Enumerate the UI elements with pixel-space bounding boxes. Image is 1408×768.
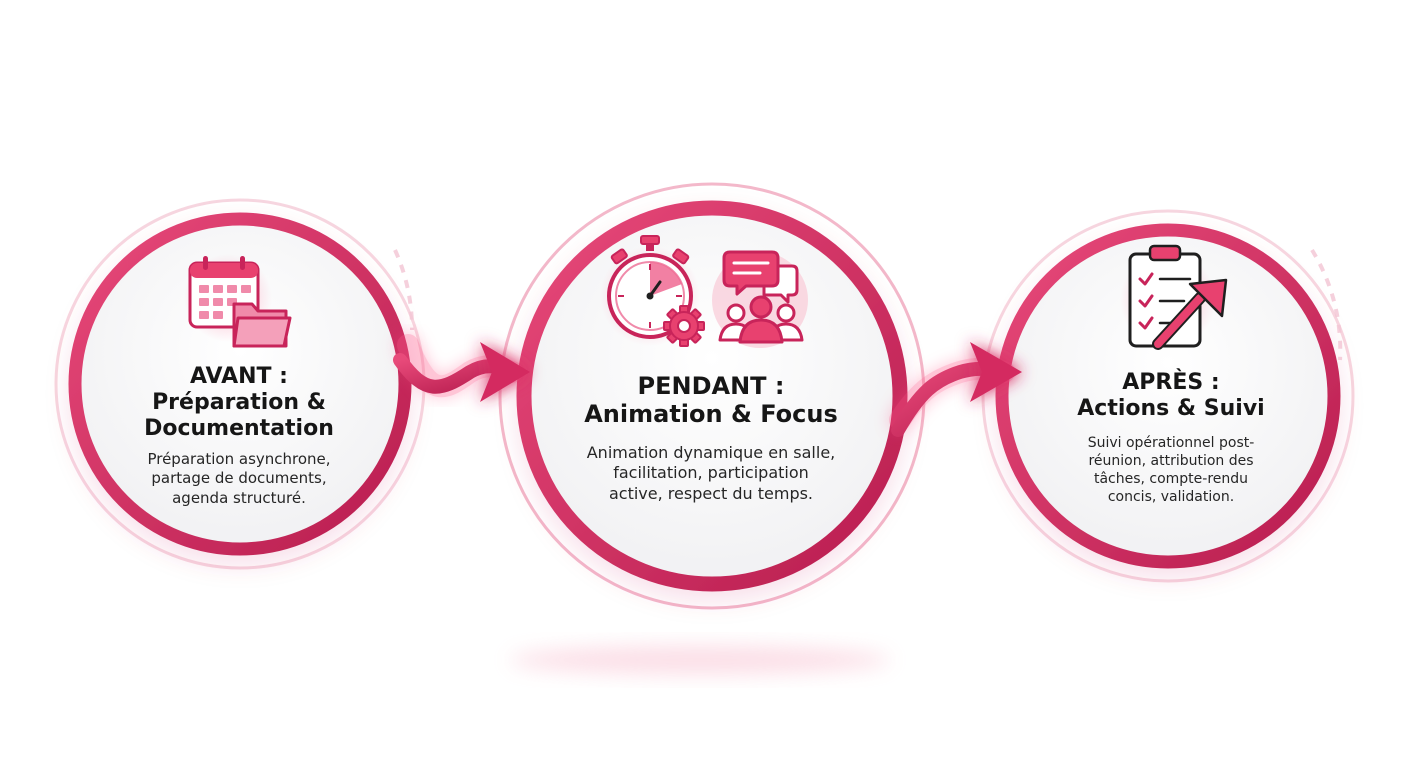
ground-shadow (510, 646, 890, 674)
connector-arrow-1 (393, 334, 530, 402)
stage-apres-desc-line-2: réunion, attribution des (1088, 453, 1254, 470)
connector-arrow-2 (889, 342, 1022, 437)
stage-apres-title-line-1: APRÈS : (1122, 370, 1220, 395)
stage-apres-desc-line-4: concis, validation. (1107, 489, 1235, 506)
stage-pendant: PENDANT : Animation & Focus Animation dy… (546, 372, 876, 505)
stage-pendant-title-line-1: PENDANT : (637, 372, 785, 400)
trend-arrow-icon (1152, 278, 1228, 350)
stage-avant-title: AVANT : Préparation & Documentation (108, 364, 370, 442)
stage-avant-title-line-1: AVANT : (190, 364, 288, 389)
stage-avant-desc-line-2: partage de documents, (151, 469, 327, 488)
stage-apres: APRÈS : Actions & Suivi Suivi opérationn… (1052, 370, 1290, 507)
stage-apres-desc-line-1: Suivi opérationnel post- (1087, 434, 1255, 451)
stage-avant-desc-line-3: agenda structuré. (172, 488, 306, 507)
stage-pendant-title: PENDANT : Animation & Focus (546, 372, 876, 429)
stage-apres-circle (981, 209, 1355, 583)
stage-avant-description: Préparation asynchrone, partage de docum… (108, 450, 370, 509)
stopwatch-icon (600, 235, 700, 346)
stage-apres-title-line-2: Actions & Suivi (1077, 395, 1265, 421)
stage-apres-desc-line-3: tâches, compte-rendu (1093, 471, 1249, 488)
stage-avant-title-line-3: Documentation (144, 415, 334, 441)
stage-avant-title-line-2: Préparation & (152, 389, 326, 415)
stage-pendant-desc-line-1: Animation dynamique en salle, (586, 442, 836, 462)
stage-apres-description: Suivi opérationnel post- réunion, attrib… (1052, 434, 1290, 507)
stage-pendant-desc-line-2: facilitation, participation (613, 463, 809, 483)
gear-icon (663, 305, 705, 347)
team-icon (718, 295, 804, 344)
stage-pendant-desc-line-3: active, respect du temps. (608, 484, 814, 504)
stage-pendant-description: Animation dynamique en salle, facilitati… (546, 443, 876, 505)
stage-avant: AVANT : Préparation & Documentation Prép… (108, 364, 370, 508)
folder-icon (232, 302, 292, 348)
stage-avant-desc-line-1: Préparation asynchrone, (147, 449, 331, 468)
stage-apres-title: APRÈS : Actions & Suivi (1052, 370, 1290, 422)
stage-pendant-title-line-2: Animation & Focus (584, 400, 838, 429)
